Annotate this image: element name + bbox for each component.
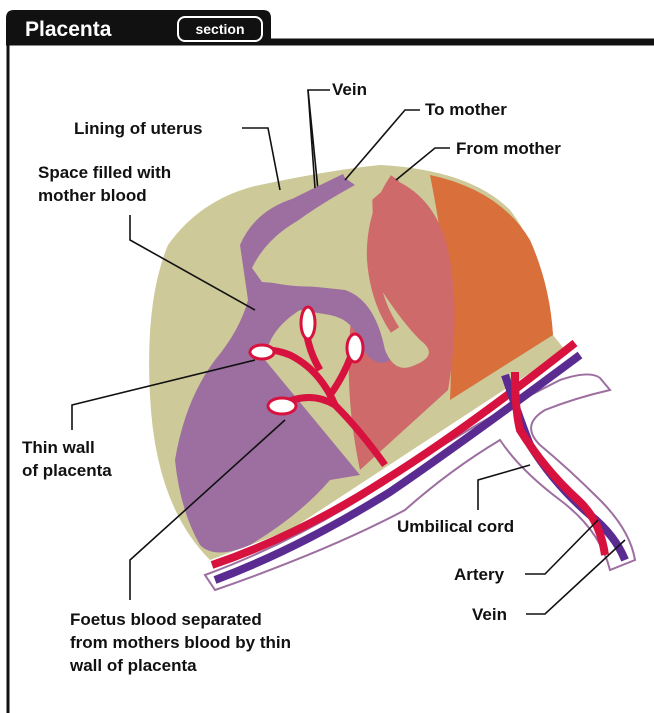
villus-tip-top: [301, 307, 315, 339]
label-thin-wall-line1: Thin wall: [22, 438, 95, 457]
label-foetus-line2: from mothers blood by thin: [70, 633, 291, 652]
label-foetus-line1: Foetus blood separated: [70, 610, 262, 629]
label-thin-wall-line2: of placenta: [22, 461, 112, 480]
label-foetus-line3: wall of placenta: [69, 656, 197, 675]
section-badge-label: section: [195, 21, 244, 37]
label-artery: Artery: [454, 565, 505, 584]
label-vein-top: Vein: [332, 80, 367, 99]
villus-tip-right: [347, 334, 363, 362]
label-lining: Lining of uterus: [74, 119, 202, 138]
label-umbilical-cord: Umbilical cord: [397, 517, 514, 536]
villus-tip-bottom: [268, 398, 296, 414]
label-space-line2: mother blood: [38, 186, 147, 205]
label-space-line1: Space filled with: [38, 163, 171, 182]
header-title: Placenta: [25, 18, 112, 41]
label-from-mother: From mother: [456, 139, 561, 158]
label-vein-bottom: Vein: [472, 605, 507, 624]
label-to-mother: To mother: [425, 100, 507, 119]
villus-tip-left: [250, 345, 274, 359]
